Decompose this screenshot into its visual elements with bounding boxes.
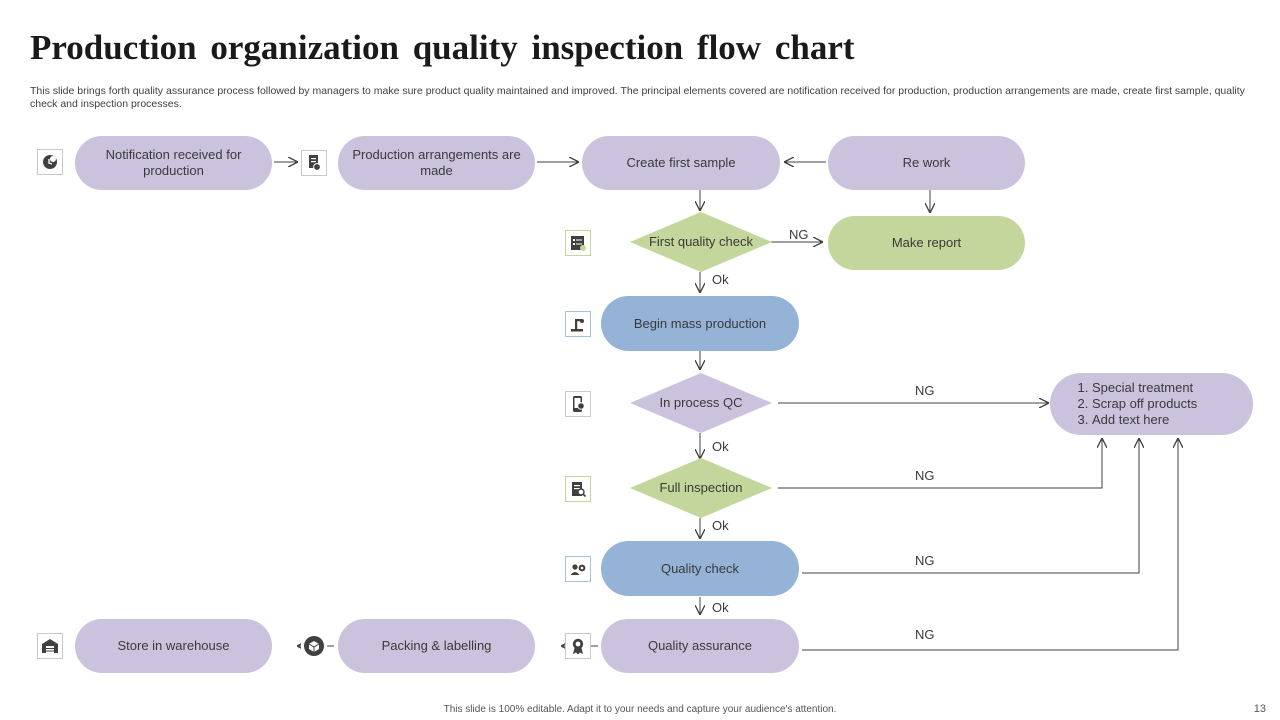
award-badge-icon bbox=[565, 633, 591, 659]
ng-label-in-process: NG bbox=[915, 383, 935, 398]
in-process-qc-label: In process QC bbox=[659, 395, 743, 410]
diamond-shape bbox=[630, 212, 772, 272]
phone-check-icon bbox=[565, 391, 591, 417]
ng-outcomes-list: Special treatment Scrap off products Add… bbox=[1074, 380, 1197, 428]
ok-label-full-inspection: Ok bbox=[712, 518, 729, 533]
arrow-full-ng-to-outcomes bbox=[778, 439, 1102, 489]
slide-footer: This slide is 100% editable. Adapt it to… bbox=[443, 704, 837, 715]
package-box-icon bbox=[301, 633, 327, 659]
full-inspection-label: Full inspection bbox=[659, 480, 743, 495]
arrow-assurance-ng-to-outcomes bbox=[802, 439, 1178, 651]
notification-received-node[interactable]: Notification received for production bbox=[75, 136, 272, 190]
diamond-shape bbox=[630, 458, 772, 518]
begin-mass-production-node[interactable]: Begin mass production bbox=[601, 296, 799, 351]
first-quality-check-decision[interactable]: First quality check bbox=[630, 212, 772, 272]
warehouse-icon bbox=[37, 633, 63, 659]
make-report-node[interactable]: Make report bbox=[828, 216, 1025, 270]
document-gear-icon bbox=[301, 150, 327, 176]
packing-labelling-node[interactable]: Packing & labelling bbox=[338, 619, 535, 673]
ok-label-first-check: Ok bbox=[712, 272, 729, 287]
slide-subtitle: This slide brings forth quality assuranc… bbox=[30, 85, 1245, 110]
ok-label-in-process: Ok bbox=[712, 439, 729, 454]
ng-outcome-item: Add text here bbox=[1092, 412, 1197, 428]
person-gear-icon bbox=[565, 556, 591, 582]
store-in-warehouse-node[interactable]: Store in warehouse bbox=[75, 619, 272, 673]
ng-outcome-item: Special treatment bbox=[1092, 380, 1197, 396]
checklist-icon bbox=[565, 230, 591, 256]
full-inspection-decision[interactable]: Full inspection bbox=[630, 458, 772, 518]
ng-label-quality-assurance: NG bbox=[915, 627, 935, 642]
ng-label-first-check: NG bbox=[789, 227, 809, 242]
ng-label-full-inspection: NG bbox=[915, 468, 935, 483]
quality-assurance-node[interactable]: Quality assurance bbox=[601, 619, 799, 673]
ok-label-quality-check: Ok bbox=[712, 600, 729, 615]
page-number: 13 bbox=[1253, 703, 1266, 715]
arrow-quality-check-ng-to-outcomes bbox=[802, 439, 1139, 574]
create-first-sample-node[interactable]: Create first sample bbox=[582, 136, 780, 190]
ng-label-quality-check: NG bbox=[915, 553, 935, 568]
ng-outcome-item: Scrap off products bbox=[1092, 396, 1197, 412]
quality-check-node[interactable]: Quality check bbox=[601, 541, 799, 596]
first-quality-check-label: First quality check bbox=[648, 234, 754, 249]
rework-node[interactable]: Re work bbox=[828, 136, 1025, 190]
diamond-shape bbox=[630, 373, 772, 433]
clock-refresh-icon bbox=[37, 149, 63, 175]
clipboard-search-icon bbox=[565, 476, 591, 502]
in-process-qc-decision[interactable]: In process QC bbox=[630, 373, 772, 433]
ng-outcomes-node[interactable]: Special treatment Scrap off products Add… bbox=[1050, 373, 1253, 435]
robotic-arm-icon bbox=[565, 311, 591, 337]
production-arrangements-node[interactable]: Production arrangements are made bbox=[338, 136, 535, 190]
slide-title: Production organization quality inspecti… bbox=[30, 28, 855, 67]
